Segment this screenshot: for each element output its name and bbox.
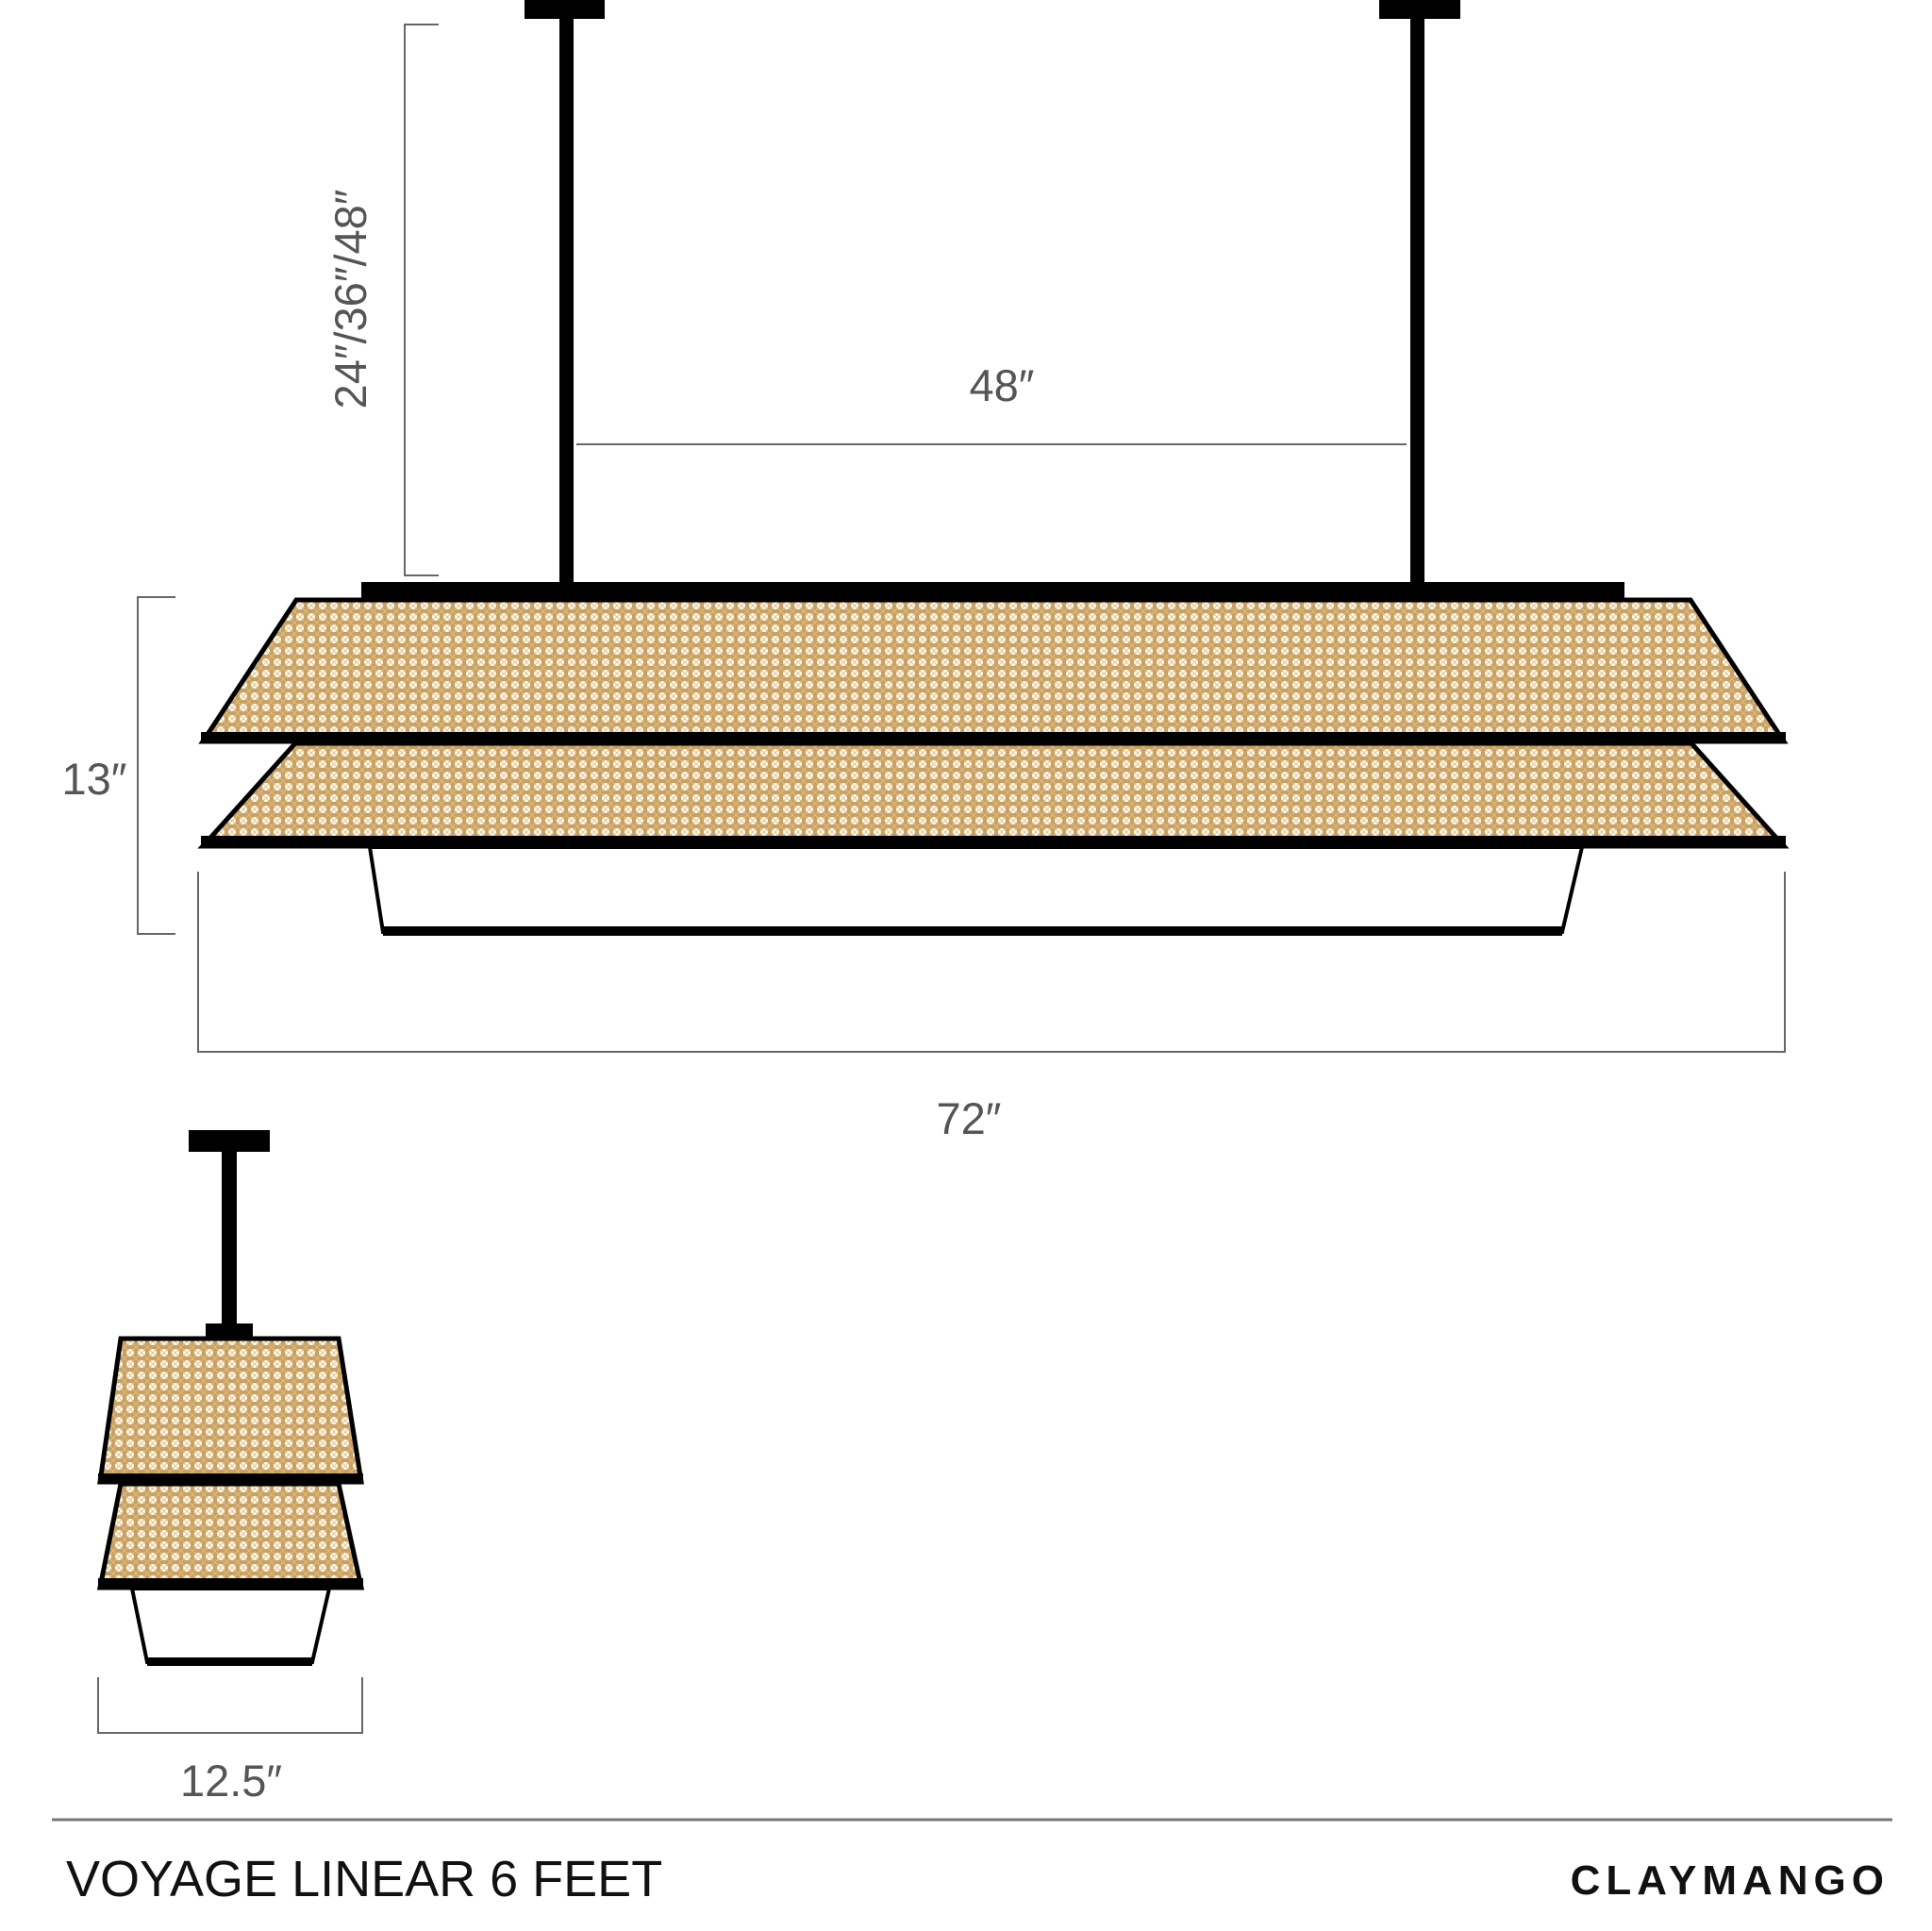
- side-lower-shade: [96, 1481, 365, 1590]
- upper-shade-band: [201, 732, 1786, 743]
- side-mount-block: [206, 1323, 253, 1339]
- upper-cane-shade: [198, 597, 1789, 744]
- side-lower-band: [98, 1578, 363, 1589]
- product-title: VOYAGE LINEAR 6 FEET: [66, 1851, 662, 1907]
- ceiling-canopy-left: [525, 0, 605, 19]
- suspension-rod-right: [1410, 19, 1424, 585]
- side-diffuser-frame: [129, 1587, 332, 1664]
- rod-spacing-label: 48″: [970, 360, 1035, 410]
- lower-cane-shade: [197, 741, 1790, 849]
- height-dimension-line: [137, 596, 175, 935]
- bottom-diffuser-frame: [367, 845, 1585, 934]
- drop-height-label: 24″/36″/48″: [325, 190, 375, 409]
- side-canopy: [189, 1130, 270, 1152]
- suspension-rod-left: [559, 19, 574, 585]
- top-mount-bar: [361, 582, 1624, 600]
- fixture-height-label: 13″: [62, 754, 127, 804]
- side-bottom-bar: [147, 1657, 312, 1666]
- dimension-lines: [137, 24, 1786, 1053]
- lower-shade-band: [201, 836, 1786, 847]
- overall-length-label: 72″: [937, 1093, 1002, 1143]
- ceiling-canopy-right: [1379, 0, 1460, 19]
- side-view-fixture: [96, 1130, 365, 1666]
- side-upper-band: [98, 1473, 363, 1484]
- drop-dimension-line: [404, 24, 439, 576]
- side-upper-shade: [97, 1336, 364, 1485]
- length-dimension-line: [197, 872, 1786, 1053]
- side-rod: [222, 1152, 237, 1325]
- width-dimension-line: [97, 1677, 363, 1734]
- bottom-frame-bar: [383, 926, 1562, 936]
- front-view-fixture: [197, 0, 1790, 936]
- brand-logo: CLAYMANGO: [1571, 1857, 1890, 1904]
- width-label: 12.5″: [180, 1756, 282, 1806]
